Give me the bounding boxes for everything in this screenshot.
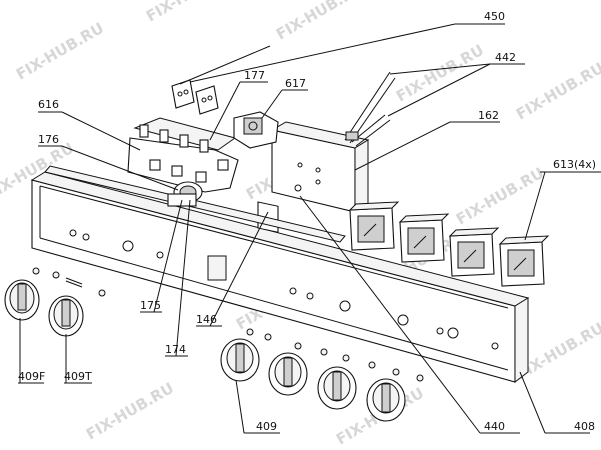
indicator-module [348,201,400,251]
knob-409F [4,279,40,321]
bracket-162 [270,121,370,213]
label-442: 442 [495,51,516,64]
watermark: FIX-HUB.RU [13,19,107,84]
switch-block-616 [127,117,239,193]
label-162: 162 [478,109,499,122]
indicator-module [448,227,500,277]
label-174: 174 [165,343,186,356]
leader-lines [18,23,601,434]
label-617: 617 [285,77,306,90]
watermark: FIX-HUB.RU [513,59,601,124]
control-panel-408 [30,171,530,384]
terminal-blocks-450 [171,79,219,115]
knob [268,352,308,396]
label-409: 409 [256,420,277,433]
label-146: 146 [196,313,217,326]
label-177: 177 [244,69,265,82]
label-440: 440 [484,420,505,433]
part-labels: 450 442 177 617 616 162 176 613(4x) 175 … [18,10,596,433]
label-409T: 409T [64,370,92,383]
screws-right [246,328,424,382]
knob [317,366,357,410]
selector-switch-617 [233,111,279,149]
watermark: FIX-HUB.RU [453,164,547,229]
watermark: FIX-HUB.RU [83,379,177,444]
label-176: 176 [38,133,59,146]
label-175: 175 [140,299,161,312]
watermark: FIX-HUB.RU [273,0,367,43]
knob [366,378,406,422]
watermark: FIX-HUB.RU [143,0,237,25]
knob-409T [48,295,84,337]
wire-harness-442 [344,71,396,147]
label-408: 408 [574,420,595,433]
label-613: 613(4x) [553,158,596,171]
indicator-module [398,213,450,263]
label-409F: 409F [18,370,45,383]
label-616: 616 [38,98,59,111]
knobs-409 [220,338,406,422]
label-450: 450 [484,10,505,23]
knob [220,338,260,382]
indicator-module [498,235,550,287]
screws-left [32,267,106,297]
indicator-modules-613 [348,201,550,287]
